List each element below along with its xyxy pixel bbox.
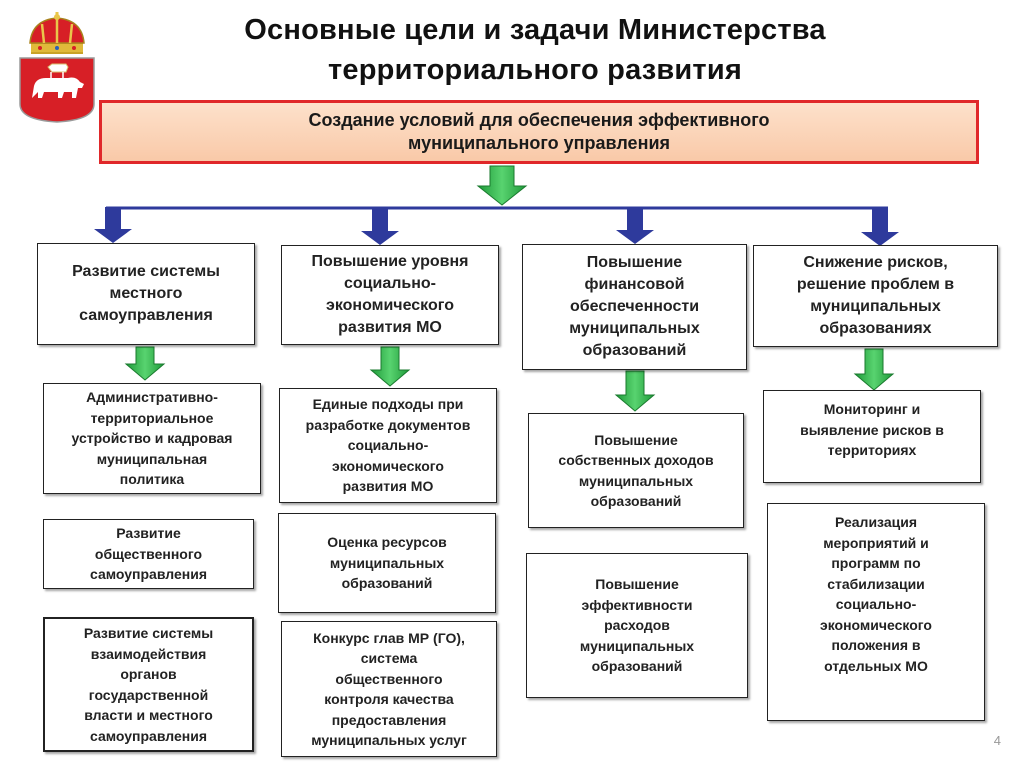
branch-arrow-2 <box>361 207 399 245</box>
task-1-3-line-1: Развитие системы <box>83 625 214 641</box>
task-3-2-line-4: муниципальных <box>579 637 695 654</box>
branch-heading-3-line-5: образований <box>582 342 687 359</box>
task-1-1-line-3: устройство и кадровая <box>71 430 233 447</box>
task-1-2-line-2: общественного <box>94 545 203 562</box>
branch-arrow-1 <box>94 207 132 243</box>
task-1-3-line-6: самоуправления <box>89 727 207 744</box>
task-1-3: Развитие системы взаимодействия органов … <box>43 617 254 752</box>
task-4-1: Мониторинг и выявление рисков в территор… <box>763 390 981 483</box>
main-goal-line-1: Создание условий для обеспечения эффекти… <box>308 110 770 130</box>
task-3-1-line-2: собственных доходов <box>558 452 714 468</box>
branch-heading-3-line-1: Повышение <box>586 254 683 271</box>
task-1-2-line-3: самоуправления <box>89 566 207 583</box>
branch-heading-4-line-3: муниципальных <box>810 298 941 315</box>
page-title-line-2: территориального развития <box>328 54 742 86</box>
branch-heading-1-line-2: местного <box>109 285 183 302</box>
coat-of-arms-icon <box>19 12 95 123</box>
branch-heading-4: Снижение рисков, решение проблем в муниц… <box>753 245 998 347</box>
branch-heading-3-line-2: финансовой <box>584 276 685 293</box>
task-1-1-line-1: Административно- <box>86 389 218 406</box>
task-2-3-line-6: муниципальных услуг <box>311 732 467 748</box>
branch-heading-3-line-3: обеспеченности <box>569 298 700 315</box>
task-1-1-line-4: муниципальная <box>96 450 208 467</box>
branch-heading-4-line-2: решение проблем в <box>796 276 955 293</box>
task-4-2-line-5: социально- <box>835 596 917 612</box>
main-goal-box: Создание условий для обеспечения эффекти… <box>99 100 979 164</box>
task-4-2-line-3: программ по <box>831 555 921 571</box>
task-3-2-line-2: эффективности <box>581 596 693 613</box>
task-2-2-line-1: Оценка ресурсов <box>327 534 447 551</box>
task-1-1: Административно- территориальное устройс… <box>43 383 261 494</box>
task-2-2-line-2: муниципальных <box>329 554 445 571</box>
task-3-2-line-5: образований <box>591 658 683 675</box>
task-2-3-line-2: система <box>360 650 418 666</box>
task-2-3-line-4: контроля качества <box>324 691 454 707</box>
goal-down-arrow <box>476 165 528 206</box>
branch-heading-2: Повышение уровня социально- экономическо… <box>281 245 499 345</box>
task-4-1-line-2: выявление рисков в <box>800 421 944 438</box>
task-4-2-line-8: отдельных МО <box>824 657 928 674</box>
branch-heading-2-line-3: экономического <box>326 297 454 314</box>
branch-heading-2-line-2: социально- <box>343 275 436 292</box>
page-number: 4 <box>993 733 1001 748</box>
task-4-1-line-1: Мониторинг и <box>823 401 921 417</box>
task-4-2: Реализация мероприятий и программ по ста… <box>767 503 985 721</box>
task-1-2-line-1: Развитие <box>116 525 181 542</box>
task-1-3-line-2: взаимодействия <box>90 645 207 662</box>
task-3-1-line-1: Повышение <box>594 431 678 448</box>
branch-heading-3: Повышение финансовой обеспеченности муни… <box>522 244 747 370</box>
task-2-1: Единые подходы при разработке документов… <box>279 388 497 503</box>
task-1-1-line-2: территориальное <box>90 409 214 426</box>
task-3-2-line-3: расходов <box>604 617 670 634</box>
task-arrow-3 <box>614 370 656 412</box>
branch-heading-2-line-4: развития МО <box>338 319 442 336</box>
task-3-1: Повышение собственных доходов муниципаль… <box>528 413 744 528</box>
task-2-3-line-5: предоставления <box>331 711 447 728</box>
task-2-3: Конкурс глав МР (ГО), система общественн… <box>281 621 497 757</box>
task-2-2: Оценка ресурсов муниципальных образовани… <box>278 513 496 613</box>
task-2-3-line-3: общественного <box>335 670 443 687</box>
task-2-3-line-1: Конкурс глав МР (ГО), <box>313 629 465 646</box>
task-arrow-1 <box>124 346 166 381</box>
task-4-2-line-4: стабилизации <box>827 575 925 592</box>
task-2-2-line-3: образований <box>341 575 433 592</box>
page-title-line-1: Основные цели и задачи Министерства <box>244 14 826 46</box>
branch-heading-4-line-4: образованиях <box>819 320 932 337</box>
task-2-1-line-2: разработке документов <box>305 416 471 433</box>
task-arrow-4 <box>853 348 895 391</box>
branch-arrow-4 <box>861 207 899 246</box>
task-2-1-line-1: Единые подходы при <box>312 396 464 413</box>
task-4-2-line-7: положения в <box>831 637 921 653</box>
task-3-1-line-4: образований <box>590 493 682 509</box>
task-2-1-line-4: экономического <box>332 457 444 474</box>
task-1-3-line-3: органов <box>120 666 177 682</box>
task-4-2-line-1: Реализация <box>834 514 917 530</box>
task-1-3-line-5: власти и местного <box>84 707 213 723</box>
task-4-2-line-6: экономического <box>820 616 932 633</box>
task-4-1-line-3: территориях <box>827 442 917 458</box>
main-goal-line-2: муниципального управления <box>407 133 671 153</box>
task-2-1-line-5: развития МО <box>342 478 434 495</box>
branch-arrow-3 <box>616 207 654 244</box>
task-1-2: Развитие общественного самоуправления <box>43 519 254 589</box>
branch-heading-2-line-1: Повышение уровня <box>311 253 469 270</box>
branch-heading-3-line-4: муниципальных <box>569 320 700 337</box>
task-3-2: Повышение эффективности расходов муницип… <box>526 553 748 698</box>
task-1-1-line-5: политика <box>119 471 185 488</box>
branch-heading-1-line-3: самоуправления <box>79 307 213 324</box>
task-4-2-line-2: мероприятий и <box>823 534 929 551</box>
branch-heading-1: Развитие системы местного самоуправления <box>37 243 255 345</box>
branch-heading-4-line-1: Снижение рисков, <box>803 254 948 271</box>
task-3-2-line-1: Повышение <box>595 576 679 593</box>
branch-heading-1-line-1: Развитие системы <box>72 263 220 280</box>
task-3-1-line-3: муниципальных <box>578 472 694 489</box>
task-1-3-line-4: государственной <box>88 686 209 703</box>
task-2-1-line-3: социально- <box>347 437 429 454</box>
task-arrow-2 <box>369 346 411 387</box>
